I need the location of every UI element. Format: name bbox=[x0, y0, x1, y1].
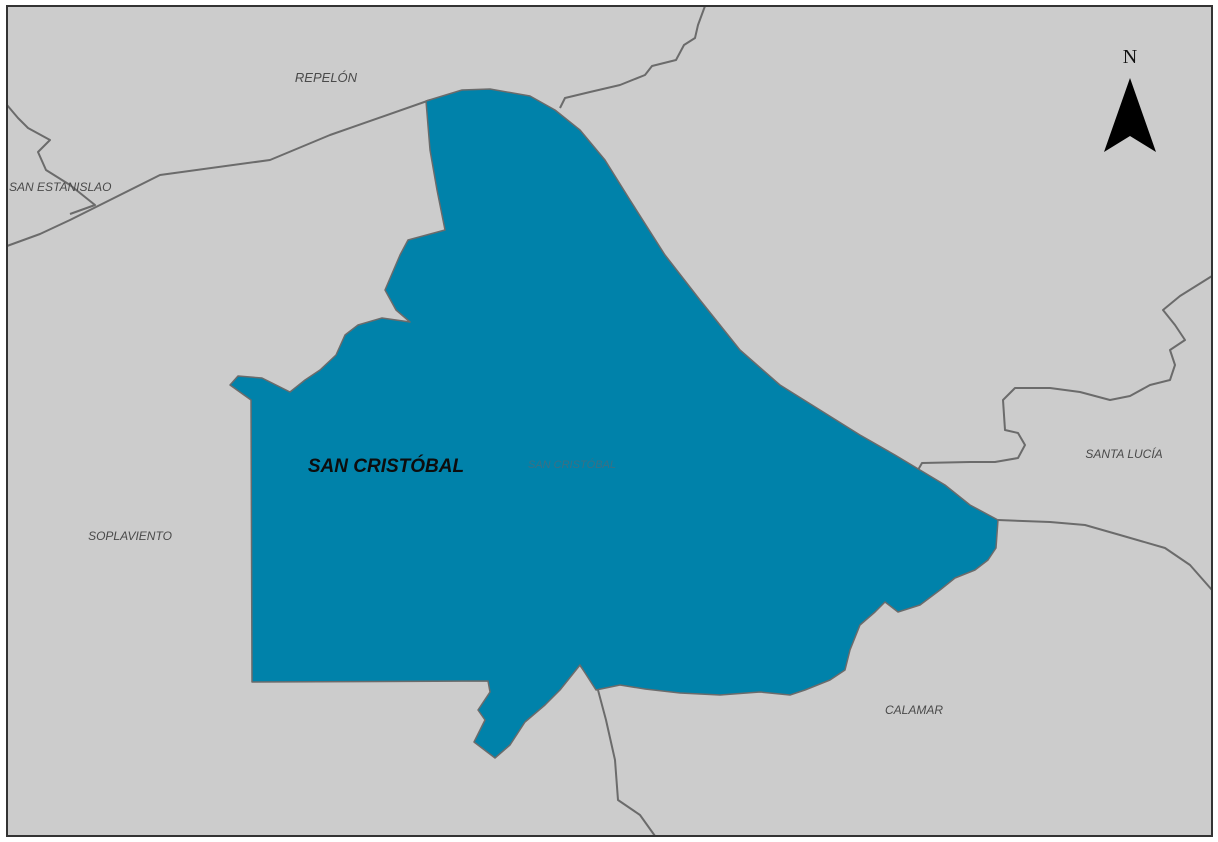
boundary-santa-lucia-north bbox=[917, 275, 1213, 471]
label-san-estanislao: SAN ESTANISLAO bbox=[9, 180, 111, 194]
map-title-label: SAN CRISTÓBAL bbox=[308, 455, 464, 477]
boundary-lines bbox=[6, 5, 1213, 837]
boundary-repelon-south bbox=[6, 99, 431, 247]
label-soplaviento: SOPLAVIENTO bbox=[88, 529, 172, 543]
boundary-repelon-east bbox=[559, 5, 706, 109]
boundary-santa-lucia-calamar bbox=[997, 519, 1213, 591]
label-san-cristobal-small: SAN CRISTÓBAL bbox=[528, 458, 616, 471]
north-arrow-icon bbox=[1104, 78, 1156, 152]
san-cristobal-region bbox=[229, 88, 999, 759]
north-label: N bbox=[1123, 46, 1137, 68]
boundary-san-estanislao-east bbox=[6, 104, 96, 215]
map-border bbox=[6, 5, 1213, 837]
label-calamar: CALAMAR bbox=[885, 703, 943, 717]
label-repelon: REPELÓN bbox=[295, 70, 358, 85]
label-santa-lucia: SANTA LUCÍA bbox=[1085, 446, 1162, 461]
